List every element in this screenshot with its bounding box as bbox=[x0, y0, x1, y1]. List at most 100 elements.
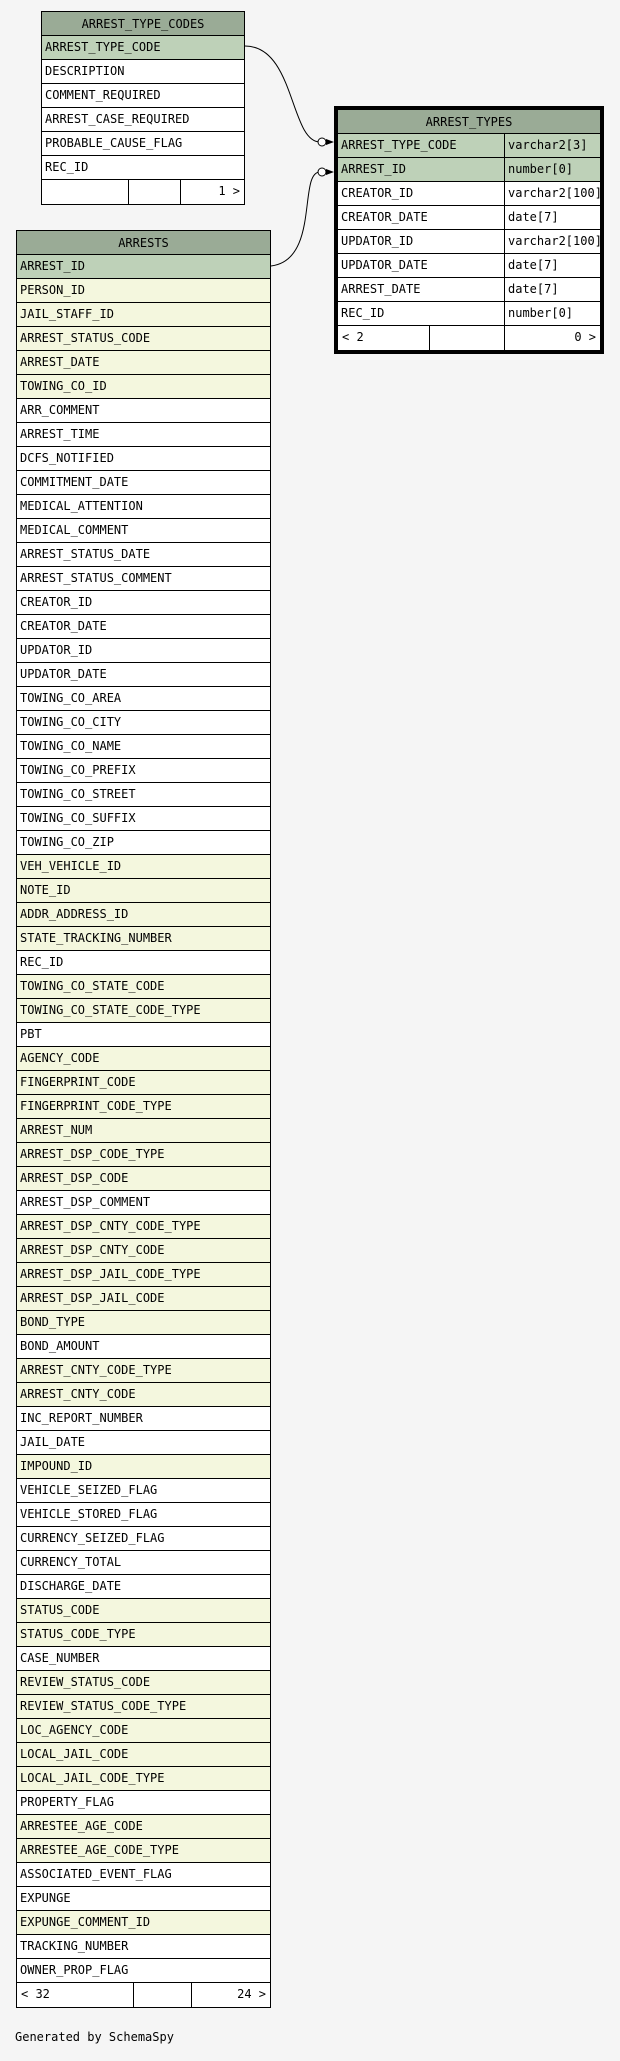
column-row[interactable]: ASSOCIATED_EVENT_FLAG bbox=[17, 1863, 270, 1887]
column-row[interactable]: ARREST_CNTY_CODE bbox=[17, 1383, 270, 1407]
column-row[interactable]: COMMITMENT_DATE bbox=[17, 471, 270, 495]
column-row[interactable]: ARREST_DSP_COMMENT bbox=[17, 1191, 270, 1215]
column-row[interactable]: UPDATOR_ID bbox=[17, 639, 270, 663]
footer-left[interactable]: < 32 bbox=[17, 1983, 134, 2007]
column-row[interactable]: REC_ID bbox=[42, 156, 244, 180]
table-title[interactable]: ARRESTS bbox=[17, 231, 270, 255]
column-row[interactable]: BOND_AMOUNT bbox=[17, 1335, 270, 1359]
column-row[interactable]: TOWING_CO_ZIP bbox=[17, 831, 270, 855]
column-row[interactable]: ARRESTEE_AGE_CODE_TYPE bbox=[17, 1839, 270, 1863]
column-row[interactable]: STATE_TRACKING_NUMBER bbox=[17, 927, 270, 951]
column-row[interactable]: STATUS_CODE bbox=[17, 1599, 270, 1623]
column-row[interactable]: ARREST_CASE_REQUIRED bbox=[42, 108, 244, 132]
column-name: LOCAL_JAIL_CODE bbox=[20, 1747, 129, 1761]
column-row[interactable]: VEH_VEHICLE_ID bbox=[17, 855, 270, 879]
column-row[interactable]: STATUS_CODE_TYPE bbox=[17, 1623, 270, 1647]
column-row[interactable]: JAIL_DATE bbox=[17, 1431, 270, 1455]
column-row[interactable]: CURRENCY_TOTAL bbox=[17, 1551, 270, 1575]
column-row[interactable]: MEDICAL_COMMENT bbox=[17, 519, 270, 543]
column-row[interactable]: ARREST_TYPE_CODE bbox=[42, 36, 244, 60]
column-row[interactable]: DISCHARGE_DATE bbox=[17, 1575, 270, 1599]
column-row[interactable]: TOWING_CO_ID bbox=[17, 375, 270, 399]
column-row[interactable]: ARREST_DSP_CODE_TYPE bbox=[17, 1143, 270, 1167]
column-row[interactable]: TRACKING_NUMBER bbox=[17, 1935, 270, 1959]
column-row[interactable]: REVIEW_STATUS_CODE bbox=[17, 1671, 270, 1695]
column-row[interactable]: ARR_COMMENT bbox=[17, 399, 270, 423]
column-row[interactable]: TOWING_CO_STATE_CODE bbox=[17, 975, 270, 999]
column-row[interactable]: FINGERPRINT_CODE bbox=[17, 1071, 270, 1095]
table-arrest-type-codes[interactable]: ARREST_TYPE_CODES ARREST_TYPE_CODE DESCRI… bbox=[41, 11, 245, 205]
column-row[interactable]: ARREST_DSP_JAIL_CODE_TYPE bbox=[17, 1263, 270, 1287]
column-row[interactable]: COMMENT_REQUIRED bbox=[42, 84, 244, 108]
column-row[interactable]: ARREST_ID bbox=[17, 255, 270, 279]
column-row[interactable]: TOWING_CO_AREA bbox=[17, 687, 270, 711]
column-row[interactable]: OWNER_PROP_FLAG bbox=[17, 1959, 270, 1983]
column-name: ARREST_TYPE_CODE bbox=[45, 40, 161, 54]
column-row[interactable]: ARREST_CNTY_CODE_TYPE bbox=[17, 1359, 270, 1383]
column-row[interactable]: UPDATOR_DATE bbox=[17, 663, 270, 687]
column-row[interactable]: ARRESTEE_AGE_CODE bbox=[17, 1815, 270, 1839]
column-row[interactable]: LOC_AGENCY_CODE bbox=[17, 1719, 270, 1743]
column-row[interactable]: ARREST_DSP_CODE bbox=[17, 1167, 270, 1191]
column-row[interactable]: AGENCY_CODE bbox=[17, 1047, 270, 1071]
column-row[interactable]: VEHICLE_STORED_FLAG bbox=[17, 1503, 270, 1527]
column-row[interactable]: ARREST_DSP_CNTY_CODE_TYPE bbox=[17, 1215, 270, 1239]
column-row[interactable]: CASE_NUMBER bbox=[17, 1647, 270, 1671]
column-row[interactable]: MEDICAL_ATTENTION bbox=[17, 495, 270, 519]
footer-left[interactable]: < 2 bbox=[338, 326, 430, 350]
column-row[interactable]: TOWING_CO_PREFIX bbox=[17, 759, 270, 783]
column-row[interactable]: TOWING_CO_SUFFIX bbox=[17, 807, 270, 831]
column-row[interactable]: BOND_TYPE bbox=[17, 1311, 270, 1335]
column-name: PERSON_ID bbox=[20, 283, 86, 297]
column-row[interactable]: PROBABLE_CAUSE_FLAG bbox=[42, 132, 244, 156]
column-row[interactable]: REC_ID bbox=[17, 951, 270, 975]
column-row[interactable]: ADDR_ADDRESS_ID bbox=[17, 903, 270, 927]
footer-right[interactable]: 1 > bbox=[218, 184, 240, 198]
column-row[interactable]: EXPUNGE bbox=[17, 1887, 270, 1911]
column-row[interactable]: ARREST_DSP_CNTY_CODE bbox=[17, 1239, 270, 1263]
column-row[interactable]: DCFS_NOTIFIED bbox=[17, 447, 270, 471]
column-row[interactable]: CREATOR_DATE bbox=[17, 615, 270, 639]
column-row[interactable]: TOWING_CO_CITY bbox=[17, 711, 270, 735]
column-row[interactable]: ARREST_DATE bbox=[17, 351, 270, 375]
column-row[interactable]: CURRENCY_SEIZED_FLAG bbox=[17, 1527, 270, 1551]
column-row[interactable]: JAIL_STAFF_ID bbox=[17, 303, 270, 327]
column-row[interactable]: IMPOUND_ID bbox=[17, 1455, 270, 1479]
table-title[interactable]: ARREST_TYPES bbox=[338, 110, 600, 134]
column-row[interactable]: LOCAL_JAIL_CODE bbox=[17, 1743, 270, 1767]
column-row[interactable]: ARREST_TIME bbox=[17, 423, 270, 447]
column-row[interactable]: LOCAL_JAIL_CODE_TYPE bbox=[17, 1767, 270, 1791]
footer-right[interactable]: 0 > bbox=[574, 330, 596, 344]
column-row[interactable]: DESCRIPTION bbox=[42, 60, 244, 84]
column-row[interactable]: CREATOR_ID bbox=[17, 591, 270, 615]
column-row[interactable]: EXPUNGE_COMMENT_ID bbox=[17, 1911, 270, 1935]
column-row[interactable]: INC_REPORT_NUMBER bbox=[17, 1407, 270, 1431]
column-row[interactable]: PERSON_ID bbox=[17, 279, 270, 303]
column-row[interactable]: PBT bbox=[17, 1023, 270, 1047]
column-row[interactable]: ARREST_STATUS_DATE bbox=[17, 543, 270, 567]
column-row[interactable]: VEHICLE_SEIZED_FLAG bbox=[17, 1479, 270, 1503]
column-row[interactable]: TOWING_CO_STREET bbox=[17, 783, 270, 807]
column-row[interactable]: TOWING_CO_NAME bbox=[17, 735, 270, 759]
column-row[interactable]: NOTE_ID bbox=[17, 879, 270, 903]
column-row[interactable]: ARREST_STATUS_COMMENT bbox=[17, 567, 270, 591]
column-row[interactable]: ARREST_DSP_JAIL_CODE bbox=[17, 1287, 270, 1311]
column-row[interactable]: ARREST_STATUS_CODE bbox=[17, 327, 270, 351]
column-row[interactable]: FINGERPRINT_CODE_TYPE bbox=[17, 1095, 270, 1119]
column-row[interactable]: TOWING_CO_STATE_CODE_TYPE bbox=[17, 999, 270, 1023]
footer-right[interactable]: 24 > bbox=[237, 1987, 266, 2001]
column-row[interactable]: REVIEW_STATUS_CODE_TYPE bbox=[17, 1695, 270, 1719]
column-row[interactable]: ARREST_NUM bbox=[17, 1119, 270, 1143]
table-title[interactable]: ARREST_TYPE_CODES bbox=[42, 12, 244, 36]
column-row[interactable]: PROPERTY_FLAG bbox=[17, 1791, 270, 1815]
